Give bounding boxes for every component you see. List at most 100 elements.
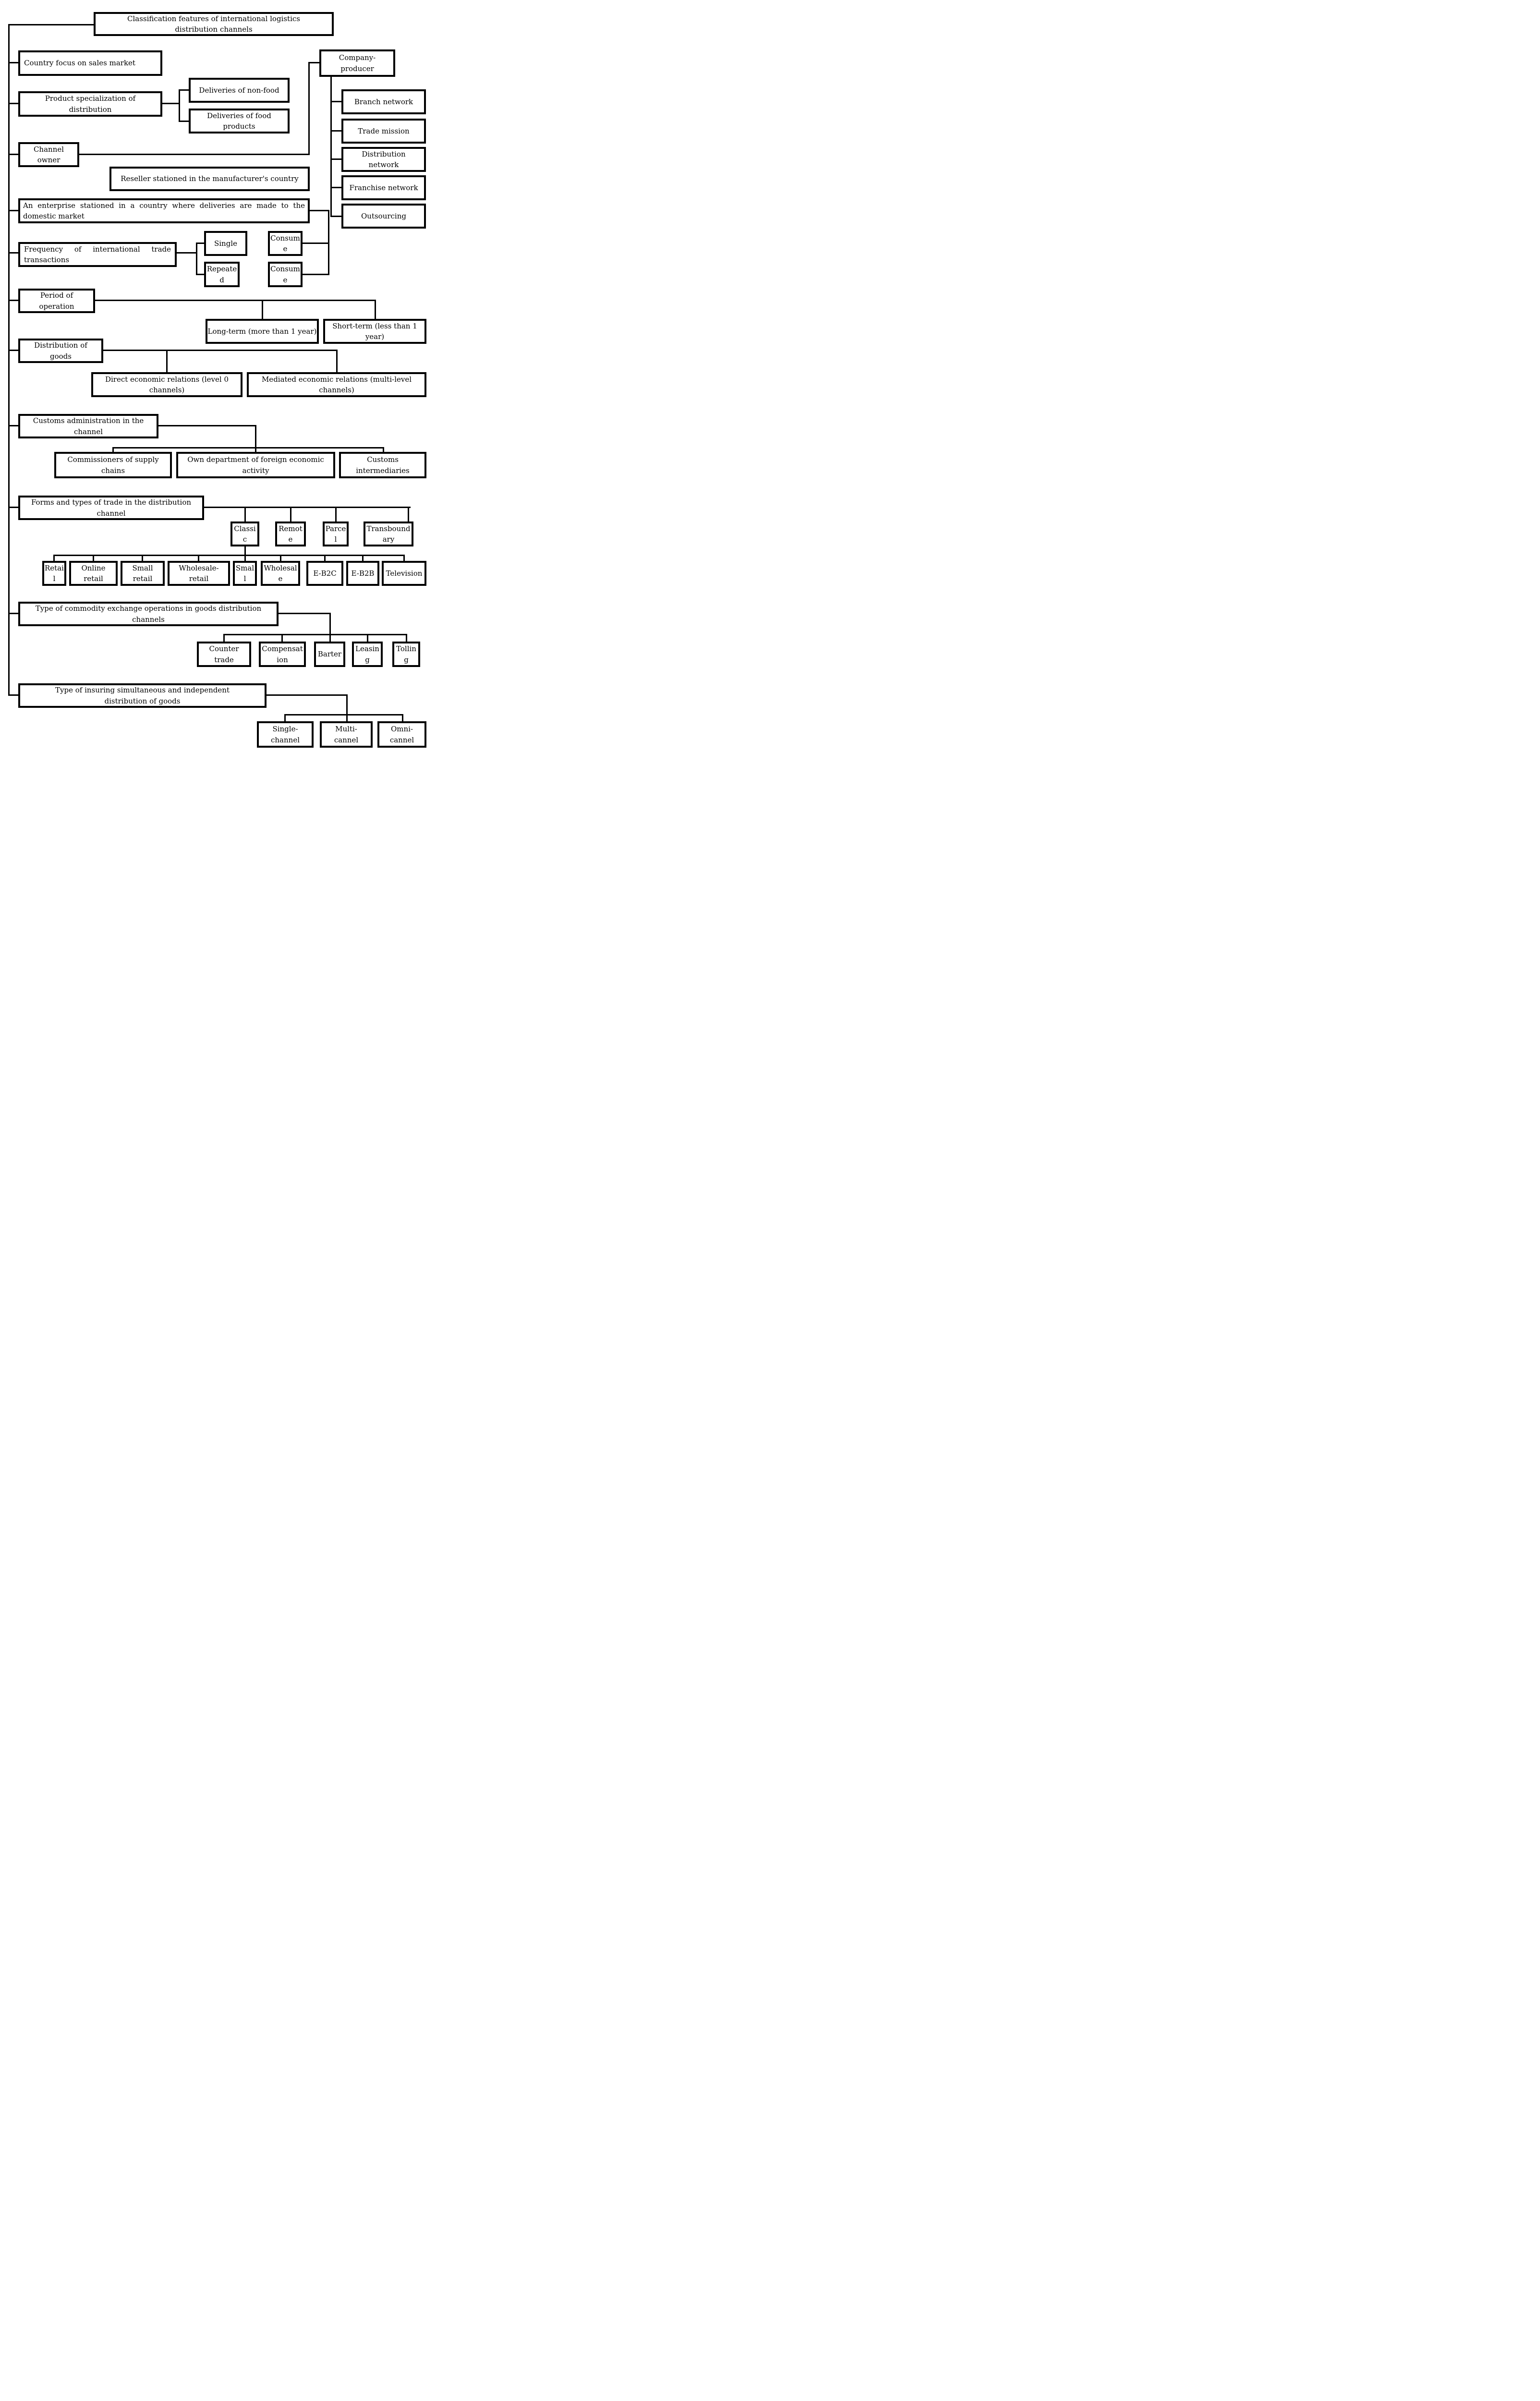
connector-line xyxy=(179,89,180,122)
node-label: Deliveries of non-food xyxy=(199,85,279,95)
node-label: Retail xyxy=(45,563,64,583)
connector-line xyxy=(244,507,246,521)
node-parcel: Parcel xyxy=(323,521,349,546)
connector-line xyxy=(324,555,326,562)
node-label: Reseller stationed in the manufacturer's… xyxy=(121,174,299,183)
node-root: Classification features of international… xyxy=(94,12,334,36)
node-counter-trade: Counter trade xyxy=(197,642,251,667)
connector-line xyxy=(158,425,256,426)
node-label: Counter trade xyxy=(209,644,239,664)
node-retail: Retail xyxy=(42,561,66,586)
node-label: Customs intermediaries xyxy=(356,455,410,475)
node-label: Own department of foreign economic activ… xyxy=(187,455,324,475)
node-insuring-distribution: Type of insuring simultaneous and indepe… xyxy=(18,683,267,708)
connector-line xyxy=(8,300,20,301)
connector-line xyxy=(362,555,364,562)
connector-line xyxy=(223,634,407,635)
node-label: Mediated economic relations (multi-level… xyxy=(261,375,412,395)
node-single: Single xyxy=(204,231,247,256)
node-label: Transboundary xyxy=(366,524,411,544)
connector-line xyxy=(330,77,332,217)
connector-line xyxy=(8,350,20,351)
node-channel-owner: Channel owner xyxy=(18,142,79,167)
node-classic: Classic xyxy=(230,521,259,546)
connector-line xyxy=(180,121,189,122)
connector-line xyxy=(375,300,376,319)
node-label: Short-term (less than 1 year) xyxy=(332,321,417,341)
connector-line xyxy=(330,130,341,132)
connector-line xyxy=(262,300,263,319)
connector-line xyxy=(8,613,20,614)
node-single-channel: Single-channel xyxy=(257,721,314,748)
node-company-producer: Company-producer xyxy=(319,49,395,77)
node-consume-2: Consume xyxy=(268,262,303,287)
node-e-b2c: E-B2C xyxy=(306,561,343,586)
connector-line xyxy=(402,714,403,721)
node-label: Frequency of international trade transac… xyxy=(24,244,171,265)
node-label: Small retail xyxy=(132,563,153,583)
connector-line xyxy=(8,425,20,426)
node-label: Deliveries of food products xyxy=(207,111,271,131)
connector-line xyxy=(281,634,283,642)
node-label: Long-term (more than 1 year) xyxy=(207,327,317,336)
connector-line xyxy=(244,546,246,562)
connector-line xyxy=(290,507,291,521)
node-label: Commissioners of supply chains xyxy=(67,455,159,475)
connector-line xyxy=(196,243,204,244)
connector-line xyxy=(204,507,411,508)
node-country-focus: Country focus on sales market xyxy=(18,50,162,76)
connector-line xyxy=(8,210,20,211)
node-mediated-relations: Mediated economic relations (multi-level… xyxy=(247,372,426,397)
node-label: An enterprise stationed in a country whe… xyxy=(23,201,305,221)
node-label: Small xyxy=(235,563,255,583)
node-label: Period of operation xyxy=(39,291,74,311)
node-label: E-B2B xyxy=(351,569,375,578)
node-online-retail: Online retail xyxy=(69,561,118,586)
node-label: Repeated xyxy=(206,265,237,284)
connector-line xyxy=(284,714,286,721)
connector-line xyxy=(8,24,10,696)
connector-line xyxy=(166,350,168,372)
connector-line xyxy=(280,555,281,562)
node-leasing: Leasing xyxy=(352,642,383,667)
connector-line xyxy=(8,103,20,104)
node-television: Television xyxy=(382,561,426,586)
connector-line xyxy=(255,447,256,452)
node-label: Television xyxy=(386,569,423,578)
connector-line xyxy=(330,101,341,102)
node-small-retail: Small retail xyxy=(121,561,165,586)
node-label: Single xyxy=(214,239,237,248)
node-omni-cannel: Omni-cannel xyxy=(377,721,426,748)
node-label: Consume xyxy=(270,233,300,254)
connector-line xyxy=(53,555,55,562)
connector-line xyxy=(8,507,20,508)
connector-line xyxy=(196,274,204,275)
connector-line xyxy=(406,634,407,642)
connector-line xyxy=(112,447,384,449)
connector-line xyxy=(279,613,331,614)
node-label: Country focus on sales market xyxy=(24,59,135,68)
node-wholesale-retail: Wholesale-retail xyxy=(168,561,230,586)
node-label: Classic xyxy=(234,524,256,544)
connector-line xyxy=(223,634,225,642)
connector-line xyxy=(403,555,405,562)
node-branch-network: Branch network xyxy=(341,89,426,114)
node-label: Company-producer xyxy=(339,53,376,73)
node-label: Consume xyxy=(270,265,300,284)
node-label: Trade mission xyxy=(358,126,410,135)
node-deliveries-food: Deliveries of food products xyxy=(189,109,290,133)
node-commissioners: Commissioners of supply chains xyxy=(54,452,172,478)
node-multi-cannel: Multi-cannel xyxy=(320,721,373,748)
node-product-specialization: Product specialization of distribution xyxy=(18,91,162,117)
connector-line xyxy=(346,694,348,721)
node-period-operation: Period of operation xyxy=(18,289,95,313)
connector-line xyxy=(95,300,376,301)
connector-line xyxy=(112,447,114,452)
node-label: Franchise network xyxy=(349,183,418,192)
node-label: Branch network xyxy=(354,97,413,106)
connector-line xyxy=(308,62,310,155)
node-label: Distribution of goods xyxy=(34,341,87,361)
node-label: Multi-cannel xyxy=(334,725,359,744)
node-transboundary: Transboundary xyxy=(364,521,413,546)
connector-line xyxy=(142,555,143,562)
